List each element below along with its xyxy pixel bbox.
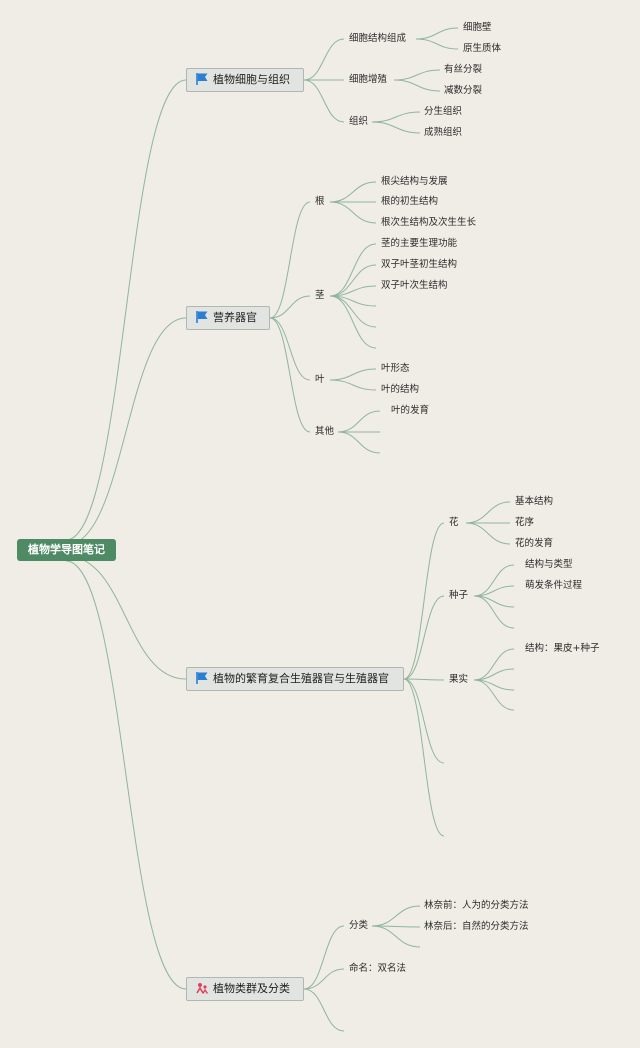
node-leaf-development[interactable]: 叶的发育 [391,405,430,416]
connector-42 [473,595,515,629]
connector-8 [415,38,459,50]
connector-38 [465,522,511,545]
connector-14 [269,295,311,319]
connector-33 [403,678,445,681]
topic-reproductive-organs[interactable]: 植物的繁育复合生殖器官与生殖器官 [186,667,404,691]
connector-15 [269,317,311,381]
node-mitosis[interactable]: 有丝分裂 [444,64,483,75]
connector-31 [403,522,445,680]
node-mature-tissue[interactable]: 成熟组织 [424,127,463,138]
connector-3 [65,560,187,990]
node-dicot-secondary[interactable]: 双子叶次生结构 [381,280,448,291]
connector-10 [393,79,441,92]
connector-34 [403,678,445,764]
node-cell-structure[interactable]: 细胞结构组成 [349,33,407,44]
connector-12 [371,121,421,134]
connector-4 [303,38,345,81]
connector-20 [329,243,377,297]
connector-6 [303,79,345,123]
connector-32 [403,595,445,680]
node-post-linnaeus[interactable]: 林奈后：自然的分类方法 [424,921,529,932]
node-seed-types[interactable]: 结构与类型 [525,559,573,570]
topic-vegetative-organs[interactable]: 营养器官 [186,306,270,330]
connector-46 [473,679,515,711]
node-root-secondary[interactable]: 根次生结构及次生生长 [381,217,477,228]
node-leaf-structure[interactable]: 叶的结构 [381,384,420,395]
connector-2 [65,555,187,680]
connector-28 [337,410,381,433]
connector-52 [371,925,421,948]
node-flower[interactable]: 花 [449,517,459,528]
connector-7 [415,27,459,40]
topic-plant-cell-tissue[interactable]: 植物细胞与组织 [186,68,304,92]
node-fruit[interactable]: 果实 [449,674,469,685]
connector-21 [329,264,377,297]
node-flower-development[interactable]: 花的发育 [515,538,554,549]
node-root[interactable]: 根 [315,196,325,207]
connector-27 [329,379,377,391]
connector-49 [303,988,345,1032]
node-tissue[interactable]: 组织 [349,116,369,127]
node-inflorescence[interactable]: 花序 [515,517,535,528]
connector-48 [303,968,345,990]
connector-22 [329,285,377,297]
node-stem[interactable]: 茎 [315,290,325,301]
node-seed[interactable]: 种子 [449,590,469,601]
connector-35 [403,678,445,837]
node-leaf-shape[interactable]: 叶形态 [381,363,410,374]
connector-44 [473,668,515,681]
connector-30 [337,431,381,454]
node-fruit-structure[interactable]: 结构：果皮+种子 [525,643,600,654]
connector-39 [473,564,515,597]
node-meiosis[interactable]: 减数分裂 [444,85,483,96]
node-germination[interactable]: 萌发条件过程 [525,580,583,591]
node-naming[interactable]: 命名：双名法 [349,963,407,974]
connector-11 [371,111,421,123]
connector-43 [473,648,515,681]
connector-50 [371,905,421,927]
connector-1 [65,317,187,546]
node-classification[interactable]: 分类 [349,920,369,931]
flag-icon [196,672,208,684]
node-stem-function[interactable]: 茎的主要生理功能 [381,238,458,249]
connector-16 [269,317,311,433]
topic-label: 营养器官 [213,311,257,324]
node-other[interactable]: 其他 [315,426,335,437]
node-basic-structure[interactable]: 基本结构 [515,496,554,507]
node-meristem[interactable]: 分生组织 [424,106,463,117]
connector-47 [303,925,345,990]
people-icon [196,983,209,994]
connector-26 [329,368,377,381]
connector-17 [329,181,377,203]
node-root-primary[interactable]: 根的初生结构 [381,196,439,207]
node-protoplasm[interactable]: 原生质体 [463,43,502,54]
connector-25 [329,295,377,349]
topic-label: 植物的繁育复合生殖器官与生殖器官 [213,672,389,685]
node-dicot-stem-primary[interactable]: 双子叶茎初生结构 [381,259,458,270]
node-pre-linnaeus[interactable]: 林奈前：人为的分类方法 [424,900,529,911]
topic-plant-taxa[interactable]: 植物类群及分类 [186,977,304,1001]
connector-19 [329,201,377,224]
connector-36 [465,501,511,524]
connector-9 [393,69,441,81]
node-root-tip[interactable]: 根尖结构与发展 [381,176,448,187]
flag-icon [196,73,208,85]
topic-label: 植物细胞与组织 [213,73,290,86]
node-cell-wall[interactable]: 细胞壁 [463,22,492,33]
root-topic[interactable]: 植物学导图笔记 [17,539,116,561]
flag-icon [196,311,208,323]
connector-13 [269,201,311,319]
node-leaf[interactable]: 叶 [315,374,325,385]
connector-0 [65,79,187,541]
topic-label: 植物类群及分类 [213,982,290,995]
node-cell-division[interactable]: 细胞增殖 [349,74,388,85]
